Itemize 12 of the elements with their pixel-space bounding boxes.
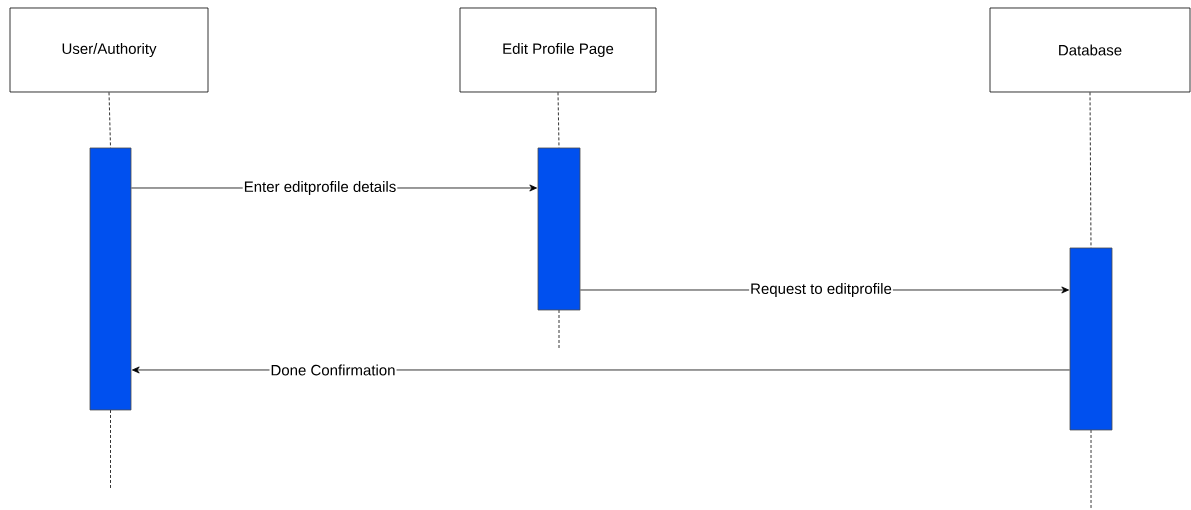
lifeline [108, 92, 111, 148]
participant-box: Database [989, 7, 1191, 93]
participant-box: User/Authority [9, 7, 209, 93]
edge-label: Request to editprofile [749, 282, 893, 298]
activation-bar [89, 147, 132, 411]
edge-label: Enter editprofile details [242, 180, 398, 196]
activation-bar [1069, 247, 1113, 431]
lifeline [557, 92, 560, 148]
lifeline [1089, 92, 1092, 248]
participant-box: Edit Profile Page [459, 7, 657, 93]
activation-bar [537, 147, 581, 311]
edge-label: Done Confirmation [269, 363, 397, 377]
